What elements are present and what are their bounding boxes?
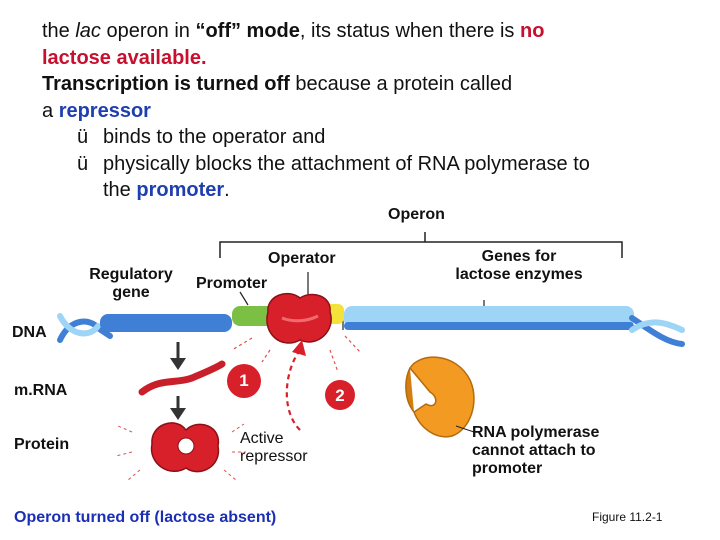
promoter-pointer — [239, 291, 249, 306]
text-line-4: a repressor — [42, 99, 151, 122]
operon-bracket — [219, 232, 623, 258]
text-line-3: Transcription is turned off because a pr… — [42, 73, 513, 95]
active-repressor-label: Active repressor — [240, 430, 308, 465]
dna-molecule — [57, 304, 685, 347]
text-line-7: the promoter. — [103, 179, 230, 201]
rna-polymerase — [405, 356, 475, 438]
figure-number: Figure 11.2-1 — [592, 510, 663, 524]
checkmark-icon: ü — [77, 152, 89, 175]
rna-polymerase-label: RNA polymerase cannot attach to promoter — [472, 424, 600, 477]
no-highlight: no — [520, 20, 545, 42]
lac-italic: lac — [75, 20, 101, 42]
slide-text: the lac operon in “off” mode, its status… — [42, 18, 702, 204]
active-repressor — [115, 422, 246, 481]
promoter-label: Promoter — [196, 275, 268, 292]
text-line-1: the lac operon in “off” mode, its status… — [42, 20, 545, 42]
text-line-2: lactose available. — [42, 46, 207, 69]
operator-label: Operator — [268, 250, 336, 267]
operon-label: Operon — [388, 206, 445, 223]
bound-repressor — [266, 292, 332, 344]
flow-arrows — [170, 342, 186, 420]
figure-caption: Operon turned off (lactose absent) — [14, 509, 277, 526]
genes-label: Genes for lactose enzymes — [455, 248, 583, 283]
step-2-number: 2 — [335, 386, 345, 405]
promoter-highlight: promoter — [136, 179, 225, 201]
binding-arrow — [285, 349, 301, 431]
repressor-highlight: repressor — [58, 99, 151, 122]
step-1-circle — [227, 364, 261, 398]
protein-label: Protein — [14, 436, 70, 453]
signal-rays — [231, 335, 361, 373]
rnapol-pointer — [455, 425, 475, 433]
dna-regulatory-segment — [100, 314, 232, 332]
step-2-circle — [325, 380, 355, 410]
mrna-strand — [138, 360, 226, 396]
mrna-label: m.RNA — [14, 382, 68, 399]
step-1-number: 1 — [239, 371, 249, 390]
dna-label: DNA — [12, 324, 47, 341]
checkmark-icon: ü — [77, 126, 89, 148]
regulatory-gene-label: Regulatory gene — [89, 266, 173, 301]
